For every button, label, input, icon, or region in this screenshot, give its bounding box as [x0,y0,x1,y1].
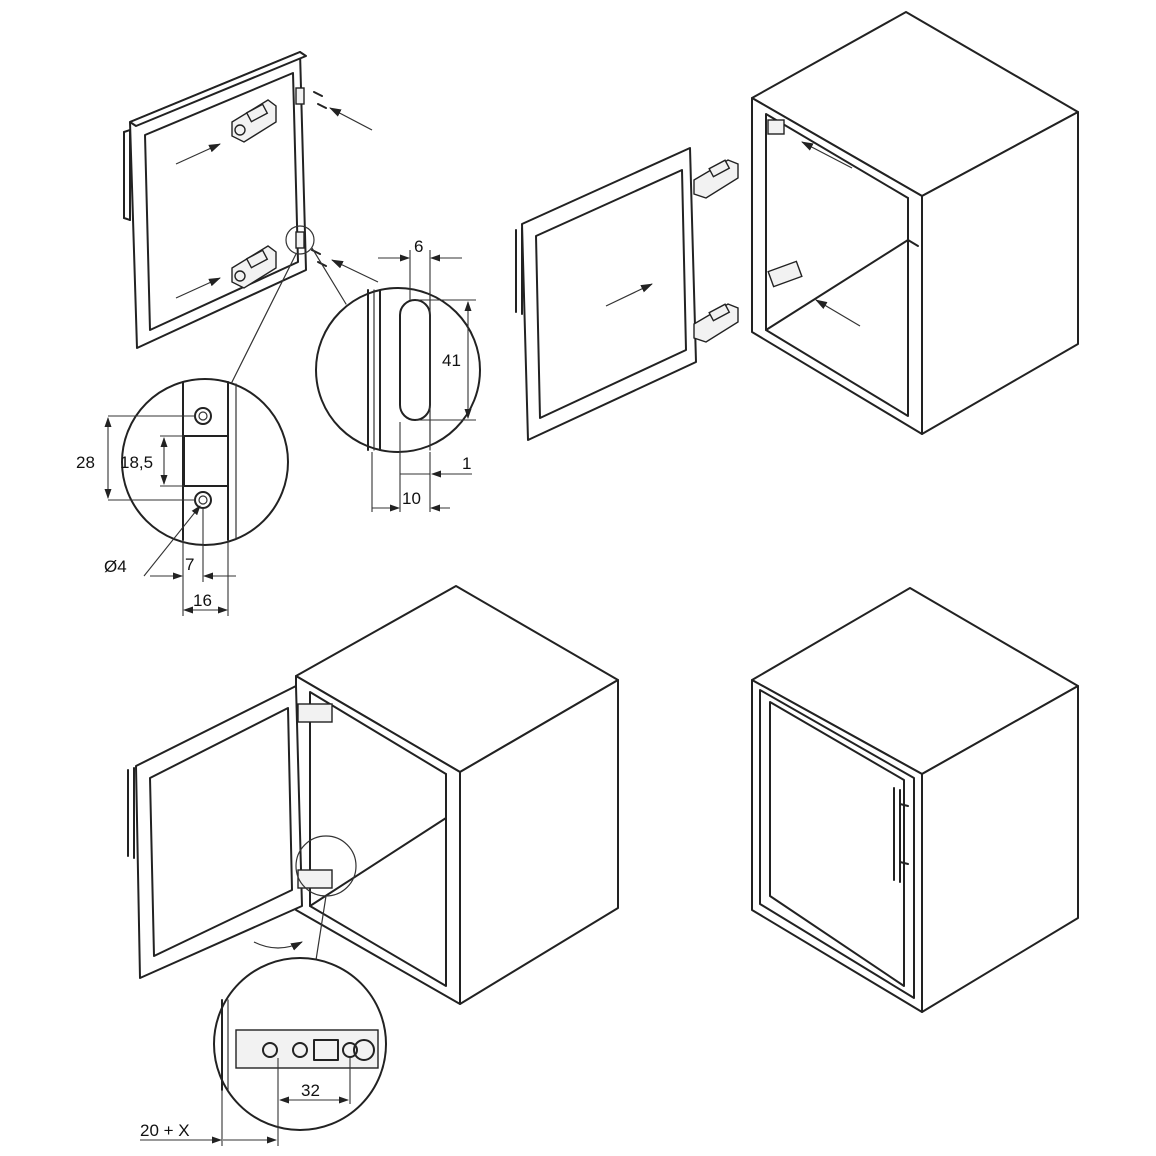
insert-arrow-icon [801,141,853,169]
screw-head-icon [353,1039,375,1061]
mounting-plate-icon [767,119,785,135]
screw-hole [292,1042,308,1058]
step-3-door-attached: 32 20 + X [127,585,619,1146]
door-frame-inner [144,72,299,331]
insert-arrow-icon [175,277,221,299]
latch-plate-icon [295,87,305,105]
door-handle [893,787,909,883]
insert-arrow-icon [815,299,861,327]
latch-plate-icon [295,231,305,249]
insert-arrow-icon [175,143,221,165]
dim-plate-depth: 16 [193,591,212,610]
dim-slot-width: 6 [414,237,423,256]
step-1-door-hinges [123,51,379,383]
step-2-door-to-cabinet [515,11,1079,441]
door-handle [123,129,131,221]
detail-latch-plate: 28 18,5 Ø4 7 16 [76,378,289,616]
step-4-closed-cabinet [751,587,1079,1013]
dim-edge-distance: 20 + X [140,1121,190,1140]
hinge-icon [297,703,333,889]
cabinet-inner-back [309,773,447,907]
plate-slot [183,435,229,487]
hinge-icon [693,303,739,343]
hinge-icon [231,245,277,289]
dim-hinge-spacing: 32 [301,1081,320,1100]
door-handle [127,767,135,859]
mounting-plate-icon [767,260,803,288]
hinge-icon [693,159,739,199]
dim-plate-inner: 18,5 [120,453,153,472]
detail-callout [285,225,315,255]
dim-hole-offset: 7 [185,555,194,574]
dim-slot-edge: 1 [462,454,471,473]
screw-hole [262,1042,278,1058]
hinge-icon [231,99,277,143]
door-panel [521,147,697,441]
detail-circle [315,287,481,453]
closed-door-frame [769,701,905,987]
door-panel [135,685,303,979]
dim-plate-height: 28 [76,453,95,472]
closed-door-outer [759,689,915,999]
cabinet-opening [309,691,447,987]
dim-slot-length: 41 [442,351,461,370]
detail-slot: 6 41 1 10 [315,237,481,512]
screw-hole [342,1042,358,1058]
hinge-body [297,869,333,889]
insert-arrow-icon [331,259,379,283]
dim-slot-offset: 10 [402,489,421,508]
cabinet-front [751,679,923,1013]
cabinet-opening [765,113,909,417]
dim-hole-diameter: Ø4 [104,557,127,576]
door-panel-edge [129,51,307,127]
door-handle [515,227,523,315]
hinge-cup [313,1039,339,1061]
door-panel [129,51,307,349]
detail-circle [121,378,289,546]
door-frame-inner [149,707,293,957]
push-arrow-icon [605,283,653,307]
insert-arrow-icon [329,107,373,131]
swing-arrow-icon [253,941,303,951]
door-frame-inner [535,169,687,419]
hinge-body [297,703,333,723]
